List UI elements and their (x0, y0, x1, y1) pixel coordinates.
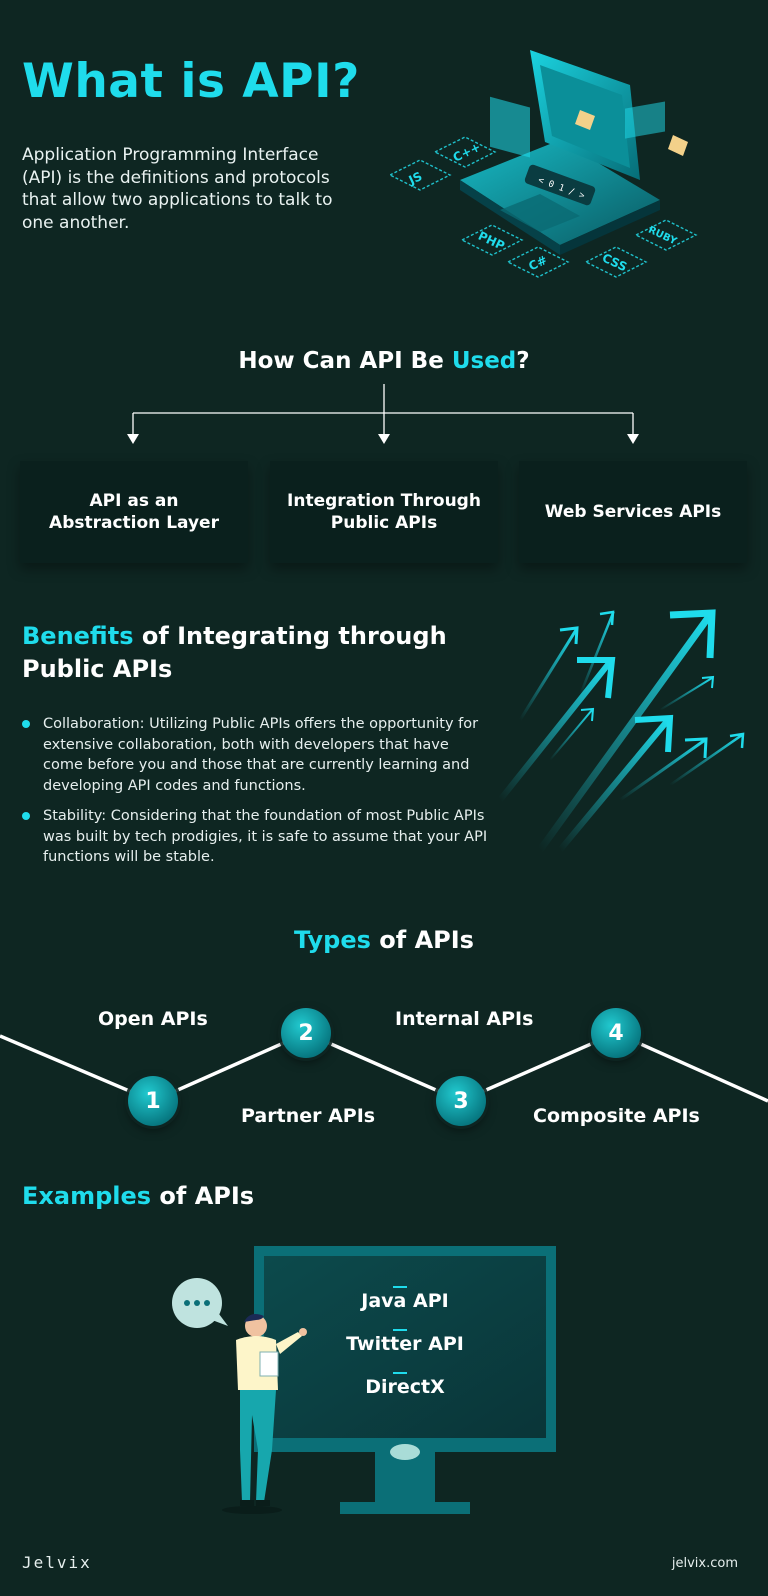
type-number-2: 2 (281, 1008, 331, 1058)
type-label-internal: Internal APIs (395, 1008, 534, 1030)
type-number-1: 1 (128, 1076, 178, 1126)
presenter-monitor-illustration (172, 1246, 556, 1514)
bullet-dot-icon (22, 812, 30, 820)
benefits-title: Benefits of Integrating through Public A… (22, 622, 447, 683)
usage-title: How Can API Be Used? (238, 348, 530, 374)
type-label-partner: Partner APIs (241, 1105, 376, 1127)
type-number-4: 4 (591, 1008, 641, 1058)
example-directx: DirectX (365, 1376, 445, 1398)
list-item: Collaboration: Utilizing Public APIs off… (22, 714, 492, 796)
type-label-composite: Composite APIs (533, 1105, 700, 1127)
api-definition: Application Programming Interface (API) … (22, 145, 333, 233)
type-label-open: Open APIs (98, 1008, 208, 1030)
example-twitter-api: Twitter API (346, 1333, 464, 1355)
tag-php: PHP (476, 229, 507, 253)
tag-css: CSS (600, 251, 629, 275)
brand-logo: Jelvix (22, 1553, 92, 1572)
list-item: Stability: Considering that the foundati… (22, 806, 492, 868)
usage-tree-connector (127, 384, 639, 444)
tag-ruby: RUBY (646, 225, 679, 248)
example-separator (393, 1329, 407, 1331)
usage-web-services: Web Services APIs (519, 461, 747, 563)
types-zigzag-line (0, 1031, 768, 1103)
usage-public-apis: Integration Through Public APIs (270, 461, 498, 563)
type-number-3: 3 (436, 1076, 486, 1126)
benefits-list: Collaboration: Utilizing Public APIs off… (22, 714, 492, 878)
laptop-illustration: JS C++ PHP C# CSS RUBY < 0 1 / > (390, 50, 698, 278)
growth-arrows-illustration (495, 609, 745, 855)
example-separator (393, 1286, 407, 1288)
website-link[interactable]: jelvix.com (671, 1556, 738, 1571)
bullet-dot-icon (22, 720, 30, 728)
usage-abstraction-layer: API as an Abstraction Layer (20, 461, 248, 563)
tag-js: JS (406, 169, 425, 188)
tag-csharp: C# (526, 253, 549, 274)
example-separator (393, 1372, 407, 1374)
example-java-api: Java API (361, 1290, 449, 1312)
examples-title: Examples of APIs (22, 1182, 255, 1210)
types-title: Types of APIs (294, 926, 474, 954)
page-title: What is API? (22, 54, 360, 109)
